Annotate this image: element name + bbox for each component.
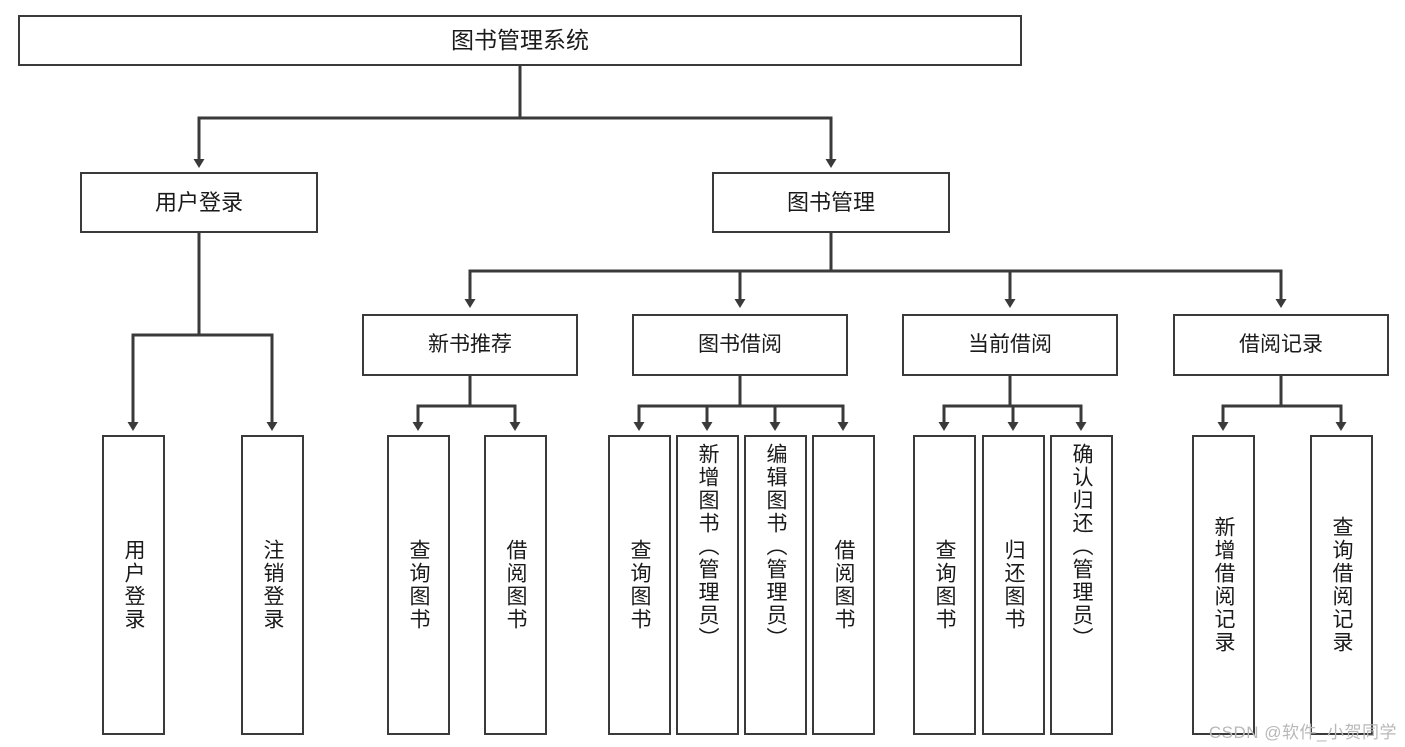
node-label: 查询图书: [933, 539, 956, 631]
node-label: 图书管理系统: [451, 26, 589, 53]
leaf-borrow-record-add-record[interactable]: 新增借阅记录: [1192, 435, 1255, 735]
node-book-borrow[interactable]: 图书借阅: [632, 314, 848, 376]
node-label: 借阅图书: [832, 539, 855, 631]
node-new-book-recommend[interactable]: 新书推荐: [362, 314, 578, 376]
leaf-new-book-query-book[interactable]: 查询图书: [387, 435, 450, 735]
node-label: 确认归还（管理员）: [1070, 443, 1093, 650]
node-current-borrow[interactable]: 当前借阅: [902, 314, 1118, 376]
leaf-book-borrow-add-book-admin[interactable]: 新增图书（管理员）: [676, 435, 739, 735]
node-label: 图书借阅: [698, 332, 782, 356]
leaf-current-borrow-confirm-return-admin[interactable]: 确认归还（管理员）: [1050, 435, 1113, 735]
node-label: 图书管理: [786, 189, 875, 215]
leaf-book-borrow-query-book[interactable]: 查询图书: [608, 435, 671, 735]
node-label: 编辑图书（管理员）: [764, 443, 787, 650]
node-label: 用户登录: [154, 189, 243, 215]
node-label: 查询图书: [628, 539, 651, 631]
node-label: 新书推荐: [428, 332, 512, 356]
node-label: 当前借阅: [968, 332, 1052, 356]
leaf-current-borrow-return-book[interactable]: 归还图书: [982, 435, 1045, 735]
leaf-book-borrow-edit-book-admin[interactable]: 编辑图书（管理员）: [744, 435, 807, 735]
node-label: 新增图书（管理员）: [696, 443, 719, 650]
csdn-watermark: CSDN @软件_小贺同学: [1208, 723, 1397, 742]
node-label: 新增借阅记录: [1212, 516, 1235, 654]
leaf-user-login-login[interactable]: 用户登录: [102, 435, 165, 735]
node-label: 用户登录: [122, 539, 145, 631]
node-label: 归还图书: [1002, 539, 1025, 631]
node-borrow-record[interactable]: 借阅记录: [1173, 314, 1389, 376]
node-user-login[interactable]: 用户登录: [80, 172, 318, 233]
leaf-current-borrow-query-book[interactable]: 查询图书: [913, 435, 976, 735]
node-book-management[interactable]: 图书管理: [712, 172, 950, 233]
leaf-user-login-logout[interactable]: 注销登录: [241, 435, 304, 735]
node-label: 借阅图书: [504, 539, 527, 631]
node-label: 注销登录: [261, 539, 284, 631]
node-label: 查询图书: [407, 539, 430, 631]
leaf-borrow-record-query-record[interactable]: 查询借阅记录: [1310, 435, 1373, 735]
leaf-new-book-borrow-book[interactable]: 借阅图书: [484, 435, 547, 735]
leaf-book-borrow-borrow-book[interactable]: 借阅图书: [812, 435, 875, 735]
node-label: 查询借阅记录: [1330, 516, 1353, 654]
node-label: 借阅记录: [1239, 332, 1323, 356]
node-root-book-management-system[interactable]: 图书管理系统: [18, 15, 1022, 66]
